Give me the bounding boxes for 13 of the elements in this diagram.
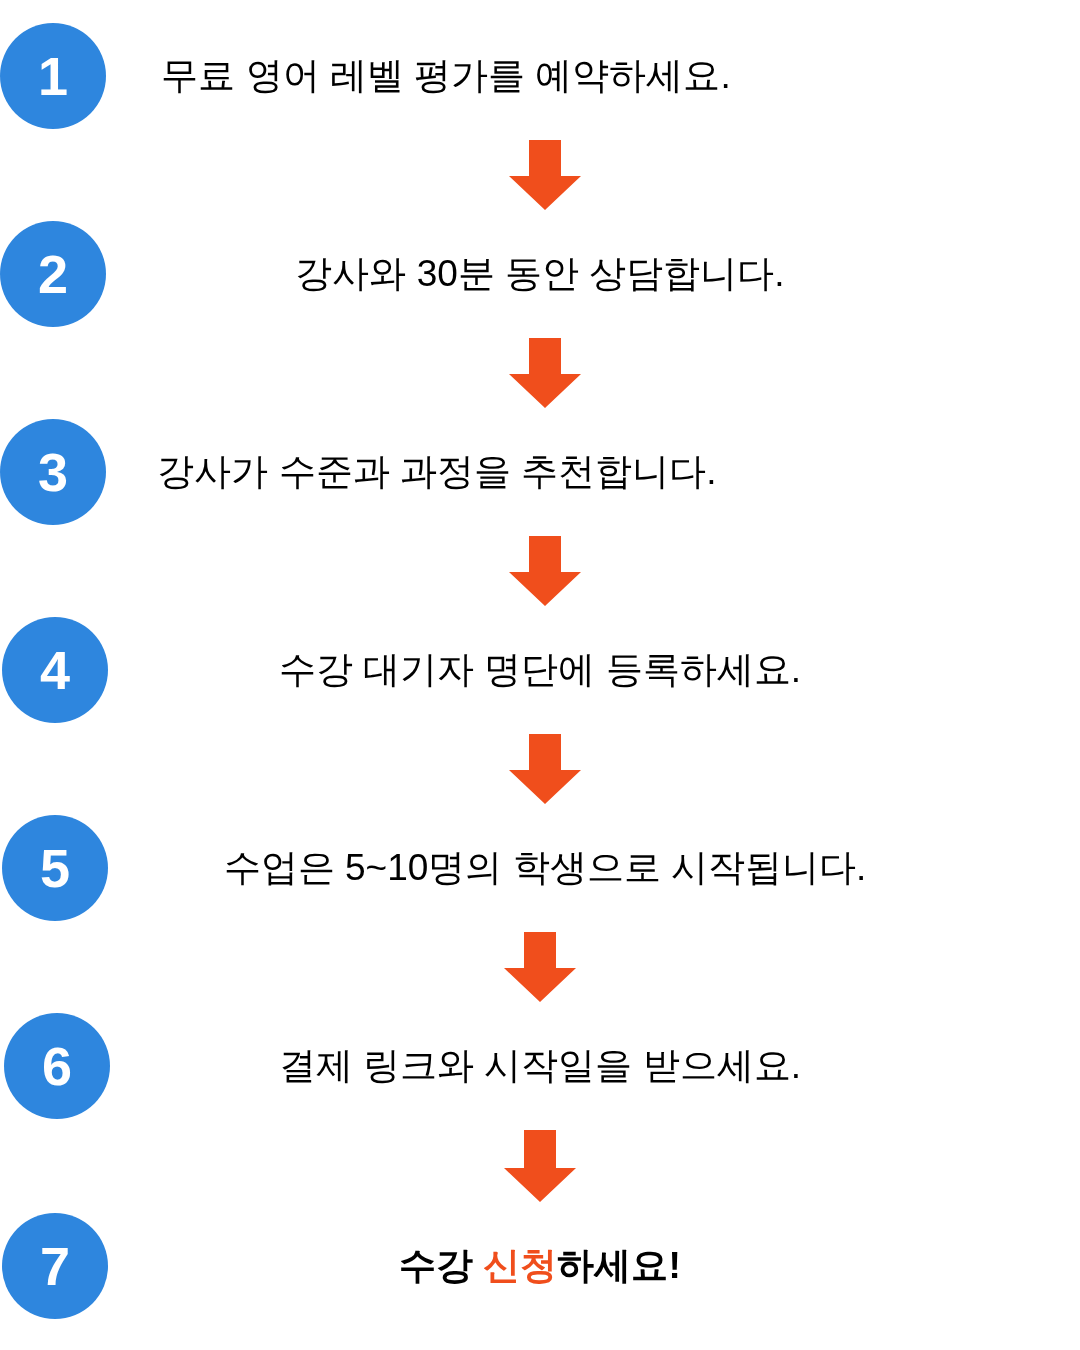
- arrow: [509, 536, 581, 606]
- step-text: 무료 영어 레벨 평가를 예약하세요.: [161, 54, 731, 99]
- arrow: [509, 338, 581, 408]
- arrow: [509, 140, 581, 210]
- step-text: 결제 링크와 시작일을 받으세요.: [278, 1044, 802, 1089]
- step-text: 수업은 5~10명의 학생으로 시작됩니다.: [223, 846, 867, 891]
- arrow: [504, 1130, 576, 1202]
- step-text: 수강 대기자 명단에 등록하세요.: [278, 648, 802, 693]
- arrow: [504, 932, 576, 1002]
- step-text: 수강 신청하세요!: [399, 1244, 681, 1289]
- arrow: [509, 734, 581, 804]
- step-text: 강사와 30분 동안 상담합니다.: [295, 252, 785, 297]
- step-text: 강사가 수준과 과정을 추천합니다.: [157, 450, 717, 495]
